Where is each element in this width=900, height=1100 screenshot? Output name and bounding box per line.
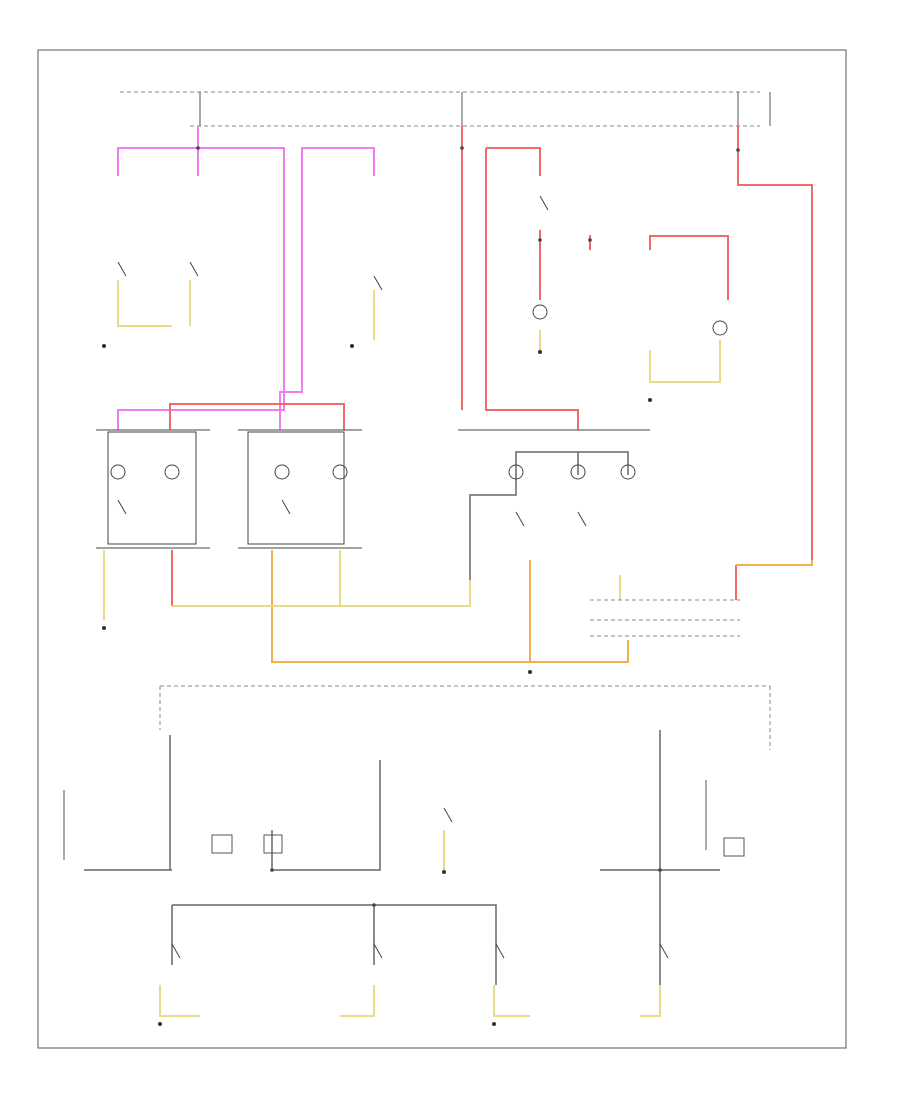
gray-wire-harness <box>84 451 720 985</box>
control-module-boxes <box>63 780 745 860</box>
red-wire-harness <box>169 126 813 606</box>
pink-wire-harness <box>117 126 375 430</box>
dome-lamp-housings <box>96 304 728 549</box>
yellow-wire-harness <box>103 280 721 1017</box>
ground-points <box>102 344 652 1026</box>
fuse-blocks <box>199 92 771 126</box>
power-bus-top <box>120 91 760 127</box>
door-switches <box>117 195 669 959</box>
wire-splices <box>196 146 740 907</box>
diagram-border <box>37 49 847 1049</box>
dashed-separators <box>159 599 771 750</box>
